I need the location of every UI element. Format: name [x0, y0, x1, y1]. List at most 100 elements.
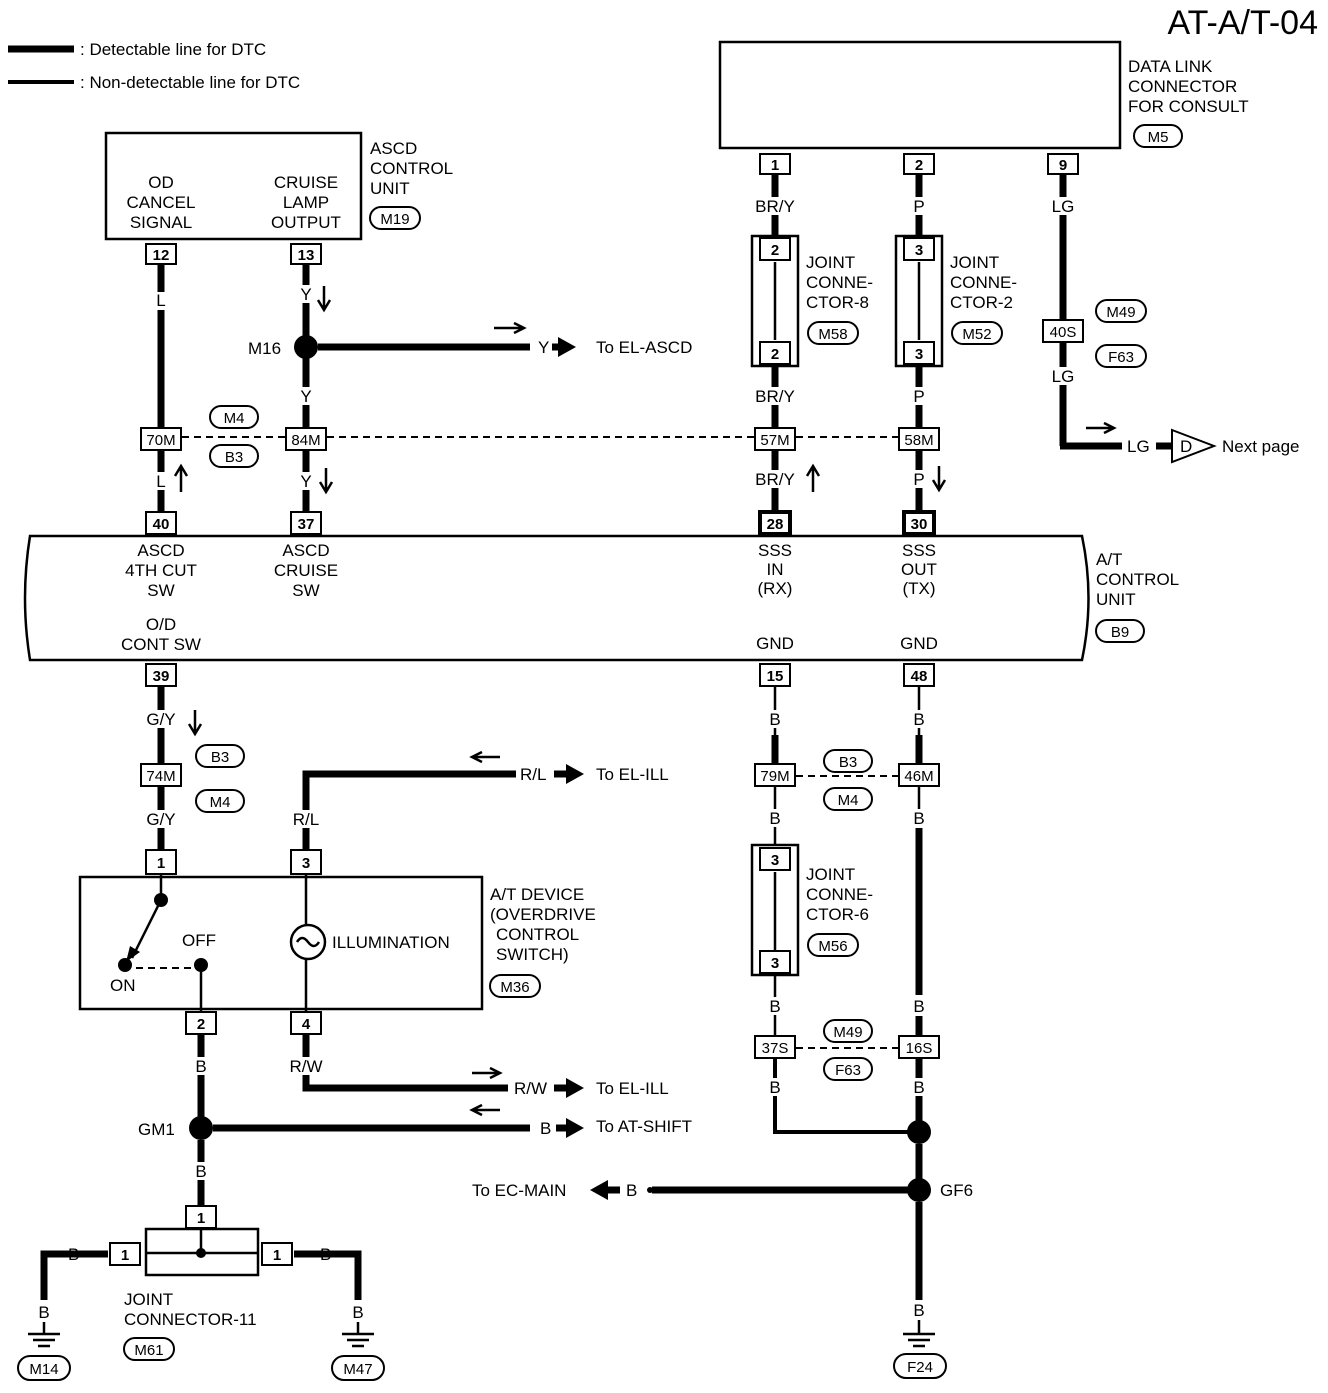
- p39-label-1: O/D: [146, 615, 176, 634]
- wire-b-label-14: B: [913, 997, 924, 1016]
- wire-gy-label-2: G/Y: [146, 810, 175, 829]
- tcm-label-1: A/T: [1096, 550, 1122, 569]
- connector-57m: 57M: [754, 427, 796, 451]
- ground-icon: [342, 1332, 374, 1348]
- data-link-label-1: DATA LINK: [1128, 57, 1213, 76]
- svg-text:M56: M56: [818, 938, 847, 955]
- svg-text:46M: 46M: [904, 768, 933, 785]
- jc2-label-3: CTOR-2: [950, 293, 1013, 312]
- od-cancel-1: OD: [148, 173, 174, 192]
- ref-m61: [123, 1337, 175, 1361]
- wire-b-label-16: B: [626, 1181, 637, 1200]
- legend: : Detectable line for DTC : Non-detectab…: [8, 40, 300, 92]
- to-at-shift: To AT-SHIFT: [596, 1117, 692, 1136]
- at-device-box: [78, 875, 484, 1011]
- ref-m14: [17, 1355, 71, 1381]
- ref-arrow-icon: [566, 764, 584, 784]
- ref-arrow-left-icon: [590, 1180, 608, 1200]
- ref-m47: [331, 1355, 385, 1381]
- wire-b-label-6: B: [320, 1245, 331, 1264]
- ref-m58: [807, 321, 859, 345]
- connector-70m: 70M: [140, 427, 182, 451]
- device-label-1: A/T DEVICE: [490, 885, 584, 904]
- wire-b-label-4: B: [68, 1245, 79, 1264]
- gnd-label-48: GND: [900, 634, 938, 653]
- svg-text:M49: M49: [1106, 304, 1135, 321]
- dlc-pin-9: 9: [1047, 153, 1079, 175]
- wire-y-label-1: Y: [300, 285, 311, 304]
- svg-text:2: 2: [771, 346, 779, 363]
- svg-text:2: 2: [915, 157, 923, 174]
- ref-b3-lower-left: [195, 744, 245, 768]
- wire-b-label-1: B: [195, 1057, 206, 1076]
- wire-rw-label-2: R/W: [514, 1079, 547, 1098]
- switch-on-contact: [118, 958, 132, 972]
- svg-text:40S: 40S: [1050, 324, 1077, 341]
- svg-text:B3: B3: [225, 449, 243, 466]
- connector-40s: 40S: [1042, 319, 1084, 343]
- tcm-pin-15: 15: [759, 663, 791, 687]
- data-link-label-2: CONNECTOR: [1128, 77, 1237, 96]
- wire-bry-label-2: BR/Y: [755, 387, 795, 406]
- ref-m52: [951, 321, 1003, 345]
- svg-text:1: 1: [771, 157, 779, 174]
- splice-m16-label: M16: [248, 339, 281, 358]
- jc2-label-1: JOINT: [950, 253, 999, 272]
- jc8-label-1: JOINT: [806, 253, 855, 272]
- svg-text:2: 2: [197, 1016, 205, 1033]
- ground-icon: [903, 1332, 935, 1348]
- svg-text:3: 3: [771, 852, 779, 869]
- arrow-up-icon: [805, 463, 821, 492]
- svg-text:M4: M4: [224, 410, 245, 427]
- svg-text:M47: M47: [343, 1361, 372, 1378]
- cruise-lamp-1: CRUISE: [274, 173, 338, 192]
- ref-m49-upper: [1095, 299, 1147, 323]
- to-el-ill-2: To EL-ILL: [596, 1079, 669, 1098]
- svg-text:M61: M61: [134, 1342, 163, 1359]
- p28-label-2: IN: [767, 560, 784, 579]
- device-pin-1: 1: [145, 849, 177, 875]
- svg-text:28: 28: [767, 516, 784, 533]
- p30-label-1: SSS: [902, 541, 936, 560]
- next-page-triangle-icon: [1171, 428, 1217, 464]
- jc6-label-3: CTOR-6: [806, 905, 869, 924]
- connector-74m: 74M: [140, 763, 182, 787]
- p28-label-1: SSS: [758, 541, 792, 560]
- page-id: AT-A/T-04: [1167, 4, 1318, 42]
- arrow-down-icon: [187, 710, 203, 737]
- splice-gf6-label: GF6: [940, 1181, 973, 1200]
- svg-text:37S: 37S: [762, 1040, 789, 1057]
- p37-label-1: ASCD: [282, 541, 329, 560]
- device-label-2: (OVERDRIVE: [490, 905, 596, 924]
- wire-b-label-3: B: [195, 1162, 206, 1181]
- wire-b-label-15: B: [913, 1078, 924, 1097]
- wire-p-label-3: P: [913, 470, 924, 489]
- wire-b-label-11: B: [769, 1078, 780, 1097]
- wire-bry-label-3: BR/Y: [755, 470, 795, 489]
- ref-m49-lower: [823, 1019, 873, 1043]
- tcm-pin-37: 37: [290, 511, 322, 535]
- svg-text:84M: 84M: [291, 432, 320, 449]
- ref-m5: [1133, 124, 1183, 148]
- svg-text:30: 30: [911, 516, 928, 533]
- svg-text:M49: M49: [833, 1024, 862, 1041]
- ascd-control-unit-box: [104, 131, 363, 241]
- svg-text:M58: M58: [818, 326, 847, 343]
- p40-label-3: SW: [147, 581, 174, 600]
- p28-label-3: (RX): [758, 579, 793, 598]
- arrow-down-icon: [318, 468, 334, 495]
- svg-text:B9: B9: [1111, 624, 1129, 641]
- ref-f63-upper: [1095, 344, 1147, 368]
- device-label-4: SWITCH): [496, 945, 569, 964]
- ref-m4-lower-right: [823, 787, 873, 811]
- dlc-pin-1: 1: [759, 153, 791, 175]
- ground-icon: [28, 1332, 60, 1348]
- svg-text:16S: 16S: [906, 1040, 933, 1057]
- svg-text:12: 12: [153, 247, 170, 264]
- jc8-label-2: CONNE-: [806, 273, 873, 292]
- wire-y-label-2: Y: [300, 387, 311, 406]
- p40-label-1: ASCD: [137, 541, 184, 560]
- svg-text:M14: M14: [29, 1361, 58, 1378]
- tcm-pin-48: 48: [903, 663, 935, 687]
- ref-arrow-icon: [566, 1078, 584, 1098]
